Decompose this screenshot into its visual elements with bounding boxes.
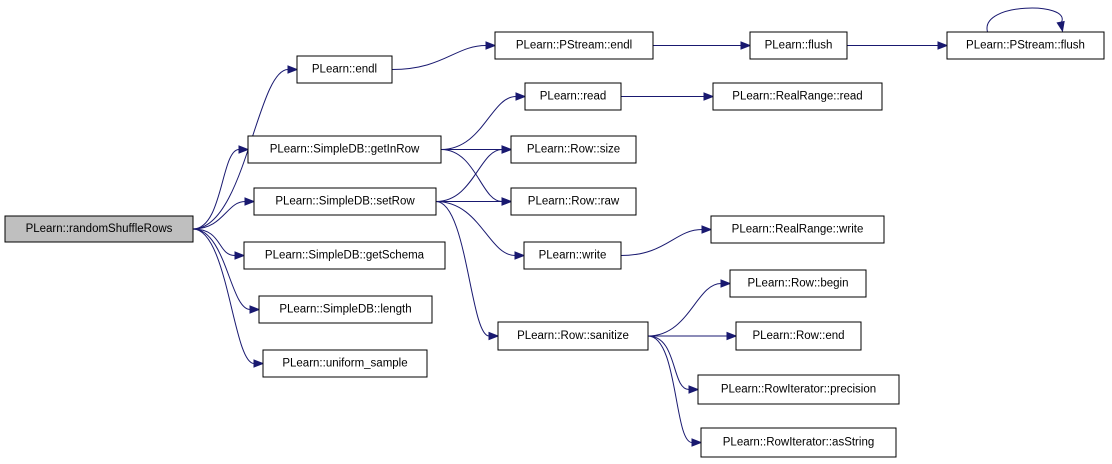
- node-getinrow[interactable]: PLearn::SimpleDB::getInRow: [247, 135, 442, 164]
- node-row-begin[interactable]: PLearn::Row::begin: [729, 269, 867, 298]
- node-label: PLearn::RealRange::read: [732, 91, 862, 103]
- node-length[interactable]: PLearn::SimpleDB::length: [258, 295, 433, 324]
- node-row-raw[interactable]: PLearn::Row::raw: [510, 187, 637, 216]
- node-label: PLearn::SimpleDB::setRow: [275, 196, 415, 208]
- node-read[interactable]: PLearn::read: [524, 82, 622, 111]
- node-label: PLearn::randomShuffleRows: [26, 223, 173, 235]
- node-row-sanitize[interactable]: PLearn::Row::sanitize: [497, 321, 649, 351]
- edge-endl-to-pstream-endl-arrowhead: [485, 41, 497, 50]
- edge-write-to-realrange-write: [620, 229, 703, 256]
- edge-read-to-realrange-read-arrowhead: [703, 92, 715, 101]
- node-realrange-write[interactable]: PLearn::RealRange::write: [710, 215, 885, 244]
- edge-setrow-to-row-sanitize-arrowhead: [488, 331, 500, 341]
- edge-random-shuffle-rows-to-setrow: [192, 201, 246, 230]
- edge-random-shuffle-rows-to-getinrow: [192, 149, 240, 230]
- node-label: PLearn::SimpleDB::length: [279, 304, 411, 316]
- node-getschema[interactable]: PLearn::SimpleDB::getSchema: [243, 241, 446, 270]
- edge-row-sanitize-to-rowiterator-asstring-arrowhead: [691, 438, 703, 447]
- node-flush[interactable]: PLearn::flush: [749, 31, 848, 60]
- node-label: PLearn::RealRange::write: [732, 224, 864, 236]
- node-rowiterator-asstring[interactable]: PLearn::RowIterator::asString: [700, 427, 897, 458]
- edge-row-sanitize-to-rowiterator-asstring: [647, 335, 693, 443]
- node-label: PLearn::SimpleDB::getSchema: [265, 250, 425, 262]
- edge-endl-to-pstream-endl: [391, 45, 487, 70]
- edge-getinrow-to-read-arrowhead: [515, 92, 527, 101]
- edge-random-shuffle-rows-to-length-arrowhead: [249, 305, 261, 314]
- edge-pstream-endl-to-flush-arrowhead: [740, 41, 752, 50]
- edge-row-sanitize-to-rowiterator-precision-arrowhead: [688, 385, 700, 394]
- node-label: PLearn::read: [540, 91, 607, 103]
- node-label: PLearn::write: [539, 250, 607, 262]
- node-realrange-read[interactable]: PLearn::RealRange::read: [712, 82, 883, 111]
- edge-setrow-to-row-size: [435, 149, 503, 202]
- edge-row-sanitize-to-row-end-arrowhead: [726, 331, 738, 341]
- node-label: PLearn::Row::size: [527, 144, 620, 156]
- edge-write-to-realrange-write-arrowhead: [701, 225, 713, 234]
- edge-random-shuffle-rows-to-length: [192, 228, 251, 310]
- edge-setrow-to-row-size-arrowhead: [501, 145, 513, 154]
- edge-random-shuffle-rows-to-getschema-arrowhead: [234, 251, 246, 260]
- edge-getinrow-to-read: [440, 96, 517, 150]
- node-row-end[interactable]: PLearn::Row::end: [735, 321, 862, 351]
- node-label: PLearn::Row::raw: [528, 196, 620, 208]
- edge-pstream-flush-to-pstream-flush-arrowhead: [1056, 20, 1065, 33]
- edge-setrow-to-row-sanitize: [435, 201, 490, 337]
- edge-setrow-to-row-raw-arrowhead: [501, 197, 513, 206]
- edge-random-shuffle-rows-to-endl-arrowhead: [287, 65, 299, 74]
- node-endl[interactable]: PLearn::endl: [296, 55, 393, 84]
- node-label: PLearn::RowIterator::precision: [721, 384, 876, 396]
- edge-random-shuffle-rows-to-uniform-sample: [192, 228, 255, 364]
- edge-setrow-to-write: [435, 201, 516, 256]
- node-row-size[interactable]: PLearn::Row::size: [510, 135, 637, 164]
- node-label: PLearn::Row::begin: [747, 278, 848, 290]
- edge-flush-to-pstream-flush-arrowhead: [937, 41, 949, 50]
- node-label: PLearn::RowIterator::asString: [723, 437, 875, 449]
- edge-random-shuffle-rows-to-getschema: [192, 228, 236, 256]
- node-label: PLearn::PStream::endl: [516, 40, 632, 52]
- edge-row-sanitize-to-row-begin-arrowhead: [720, 279, 732, 288]
- node-label: PLearn::SimpleDB::getInRow: [270, 144, 420, 156]
- nodes-layer: PLearn::randomShuffleRows PLearn::endl P…: [4, 31, 1105, 458]
- node-rowiterator-precision[interactable]: PLearn::RowIterator::precision: [697, 374, 900, 405]
- node-pstream-endl[interactable]: PLearn::PStream::endl: [494, 31, 654, 60]
- edge-setrow-to-write-arrowhead: [514, 251, 526, 260]
- edge-row-sanitize-to-row-begin: [647, 283, 722, 337]
- node-setrow[interactable]: PLearn::SimpleDB::setRow: [253, 187, 437, 216]
- node-pstream-flush[interactable]: PLearn::PStream::flush: [946, 31, 1105, 60]
- edge-getinrow-to-row-raw: [440, 149, 503, 202]
- node-label: PLearn::Row::end: [752, 330, 844, 342]
- edge-pstream-flush-to-pstream-flush: [986, 7, 1063, 33]
- node-write[interactable]: PLearn::write: [523, 241, 622, 270]
- edge-random-shuffle-rows-to-getinrow-arrowhead: [238, 145, 250, 154]
- node-uniform-sample[interactable]: PLearn::uniform_sample: [262, 349, 428, 378]
- edge-random-shuffle-rows-to-setrow-arrowhead: [244, 197, 256, 206]
- node-label: PLearn::endl: [312, 64, 377, 76]
- node-label: PLearn::PStream::flush: [966, 40, 1085, 52]
- node-label: PLearn::uniform_sample: [282, 358, 407, 370]
- edge-row-sanitize-to-rowiterator-precision: [647, 335, 690, 390]
- node-random-shuffle-rows[interactable]: PLearn::randomShuffleRows: [4, 215, 194, 243]
- node-label: PLearn::flush: [765, 40, 833, 52]
- node-label: PLearn::Row::sanitize: [517, 330, 629, 342]
- edge-random-shuffle-rows-to-uniform-sample-arrowhead: [253, 359, 265, 368]
- edges-layer: [192, 7, 1065, 447]
